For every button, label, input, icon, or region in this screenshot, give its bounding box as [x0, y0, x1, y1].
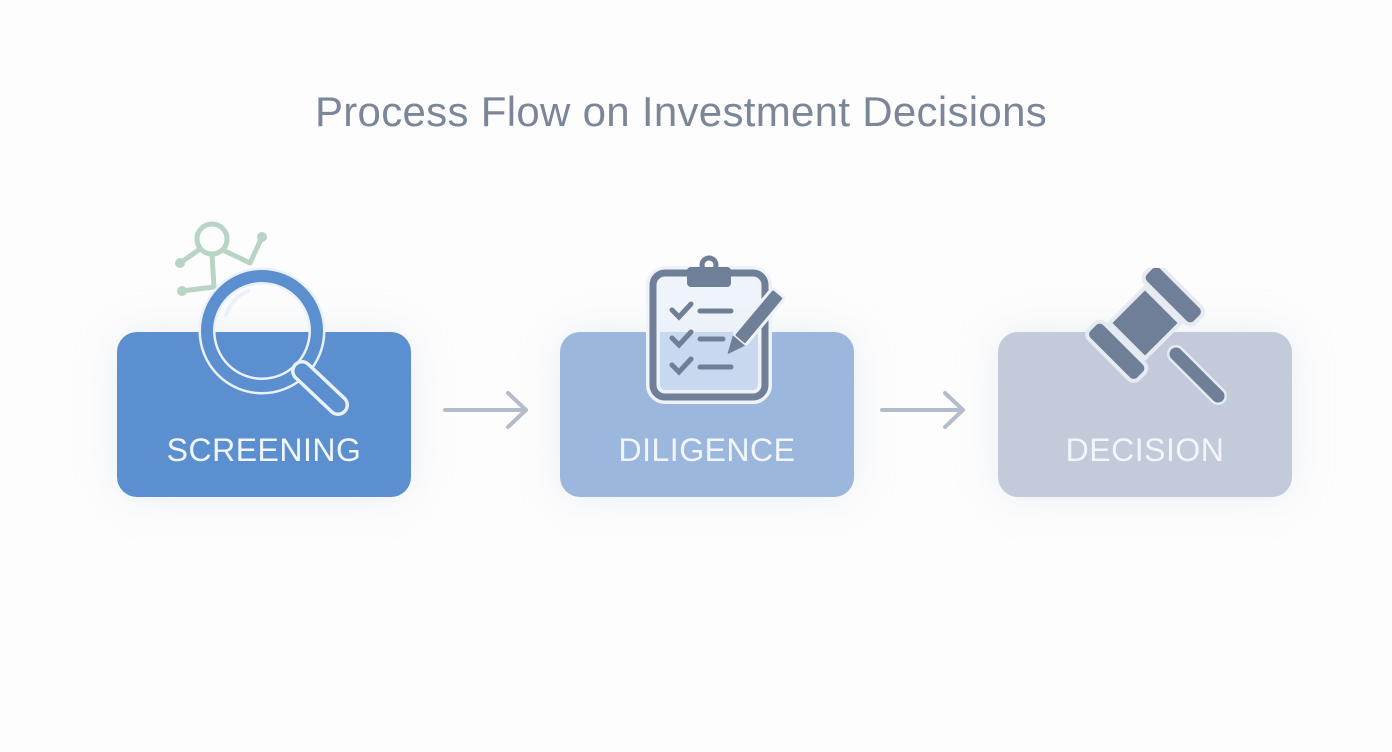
- magnifier-icon: [198, 267, 349, 416]
- clipboard-checklist-icon: [646, 255, 786, 404]
- step-label: DECISION: [1065, 432, 1225, 468]
- arrow-right-icon: [443, 391, 528, 429]
- gavel-icon: [1085, 268, 1227, 405]
- network-person-icon: [175, 221, 267, 296]
- step-label: DILIGENCE: [618, 432, 796, 468]
- arrow-right-icon: [880, 391, 965, 429]
- step-screening: SCREENING: [117, 332, 411, 497]
- diagram-title: Process Flow on Investment Decisions: [314, 88, 1048, 135]
- step-label: SCREENING: [166, 432, 362, 468]
- step-diligence: DILIGENCE: [560, 332, 854, 497]
